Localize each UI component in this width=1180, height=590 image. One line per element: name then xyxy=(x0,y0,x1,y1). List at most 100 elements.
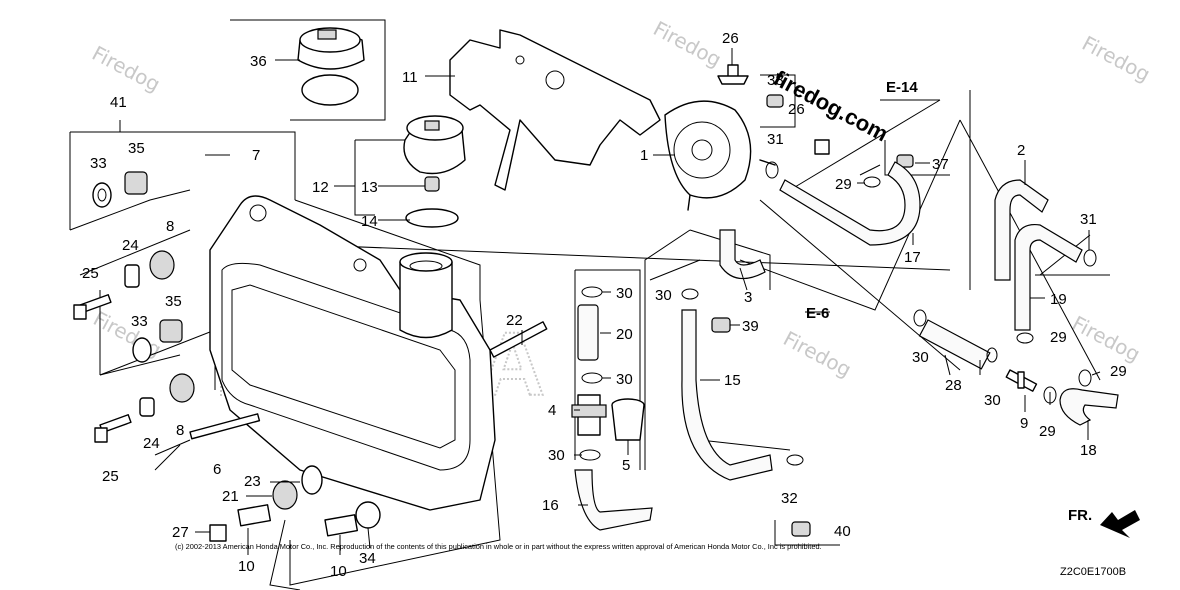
callout-39: 39 xyxy=(742,318,759,335)
parts-layer xyxy=(73,27,1140,542)
callout-31a: 31 xyxy=(767,131,784,148)
callout-30e: 30 xyxy=(912,349,929,366)
callout-32: 32 xyxy=(781,490,798,507)
callout-40: 40 xyxy=(834,523,851,540)
grommet-21 xyxy=(272,480,298,510)
callout-7: 7 xyxy=(252,147,260,164)
leader-lines xyxy=(195,48,1101,555)
callout-12: 12 xyxy=(312,179,329,196)
diagram-code: Z2C0E1700B xyxy=(1060,566,1126,578)
bracket-11 xyxy=(449,29,661,191)
watermark: Firedog xyxy=(88,41,164,97)
reference-e6: E-6 xyxy=(806,305,829,322)
clip-29c xyxy=(1078,369,1092,387)
clip-29a xyxy=(863,176,881,188)
fuel-cap-12 xyxy=(403,115,466,175)
callout-35b: 35 xyxy=(165,293,182,310)
hose-3 xyxy=(719,229,766,280)
callout-5: 5 xyxy=(622,457,630,474)
hose-28 xyxy=(918,319,991,370)
bolt-22 xyxy=(489,321,548,358)
bolt-26 xyxy=(717,64,749,85)
clip-30d xyxy=(681,288,699,300)
callout-26a: 26 xyxy=(722,30,739,47)
hose-15 xyxy=(681,309,773,481)
callout-15: 15 xyxy=(724,372,741,389)
fuel-valve-4 xyxy=(571,394,607,436)
collar-10a xyxy=(237,504,272,527)
callout-labels: 36 11 41 7 33 35 12 13 14 8 24 25 35 33 … xyxy=(82,30,1127,580)
callout-33a: 33 xyxy=(90,155,107,172)
clip-30a xyxy=(581,286,603,298)
callout-18: 18 xyxy=(1080,442,1097,459)
gasket-14 xyxy=(405,208,459,228)
callout-29c: 29 xyxy=(1110,363,1127,380)
callout-25a: 25 xyxy=(82,265,99,282)
callout-29d: 29 xyxy=(1039,423,1056,440)
front-arrow-icon xyxy=(1100,510,1140,538)
joint-9 xyxy=(1005,369,1038,392)
copyright-notice: (c) 2002-2013 American Honda Motor Co., … xyxy=(175,542,822,551)
clamp-38 xyxy=(766,94,784,108)
callout-17: 17 xyxy=(904,249,921,266)
clip-31b xyxy=(1083,249,1097,267)
clip-32 xyxy=(786,454,804,466)
callout-4: 4 xyxy=(548,402,556,419)
fuel-pump-1 xyxy=(664,100,776,211)
callout-41: 41 xyxy=(110,94,127,111)
clip-31a xyxy=(765,161,779,179)
callout-28: 28 xyxy=(945,377,962,394)
clip-29b xyxy=(1016,332,1034,344)
clamp-37 xyxy=(896,154,914,168)
callout-30d: 30 xyxy=(655,287,672,304)
frame-lines xyxy=(69,19,1110,590)
hose-2 xyxy=(994,179,1049,281)
fuel-cap-36 xyxy=(297,27,365,106)
washer-23 xyxy=(301,465,323,495)
callout-20: 20 xyxy=(616,326,633,343)
watermark: Firedog xyxy=(779,326,855,382)
callout-19: 19 xyxy=(1050,291,1067,308)
grommet-33b xyxy=(132,337,152,363)
clip-30c xyxy=(579,449,601,461)
collar-35b xyxy=(159,319,183,343)
callout-30f: 30 xyxy=(984,392,1001,409)
watermark: Firedog xyxy=(1078,31,1154,87)
washer-34 xyxy=(355,501,381,529)
clamp-39 xyxy=(711,317,731,333)
callout-2: 2 xyxy=(1017,142,1025,159)
callout-27: 27 xyxy=(172,524,189,541)
callout-8a: 8 xyxy=(166,218,174,235)
callout-1: 1 xyxy=(640,147,648,164)
hose-17 xyxy=(779,161,921,246)
callout-22: 22 xyxy=(506,312,523,329)
callout-24a: 24 xyxy=(122,237,139,254)
reference-e14: E-14 xyxy=(886,79,918,96)
collar-24a xyxy=(124,264,140,288)
callout-30b: 30 xyxy=(616,371,633,388)
bolt-27 xyxy=(209,524,227,542)
bolt-26b xyxy=(814,139,830,155)
collar-35a xyxy=(124,171,148,195)
callout-16: 16 xyxy=(542,497,559,514)
callout-6: 6 xyxy=(213,461,221,478)
callout-26b: 26 xyxy=(788,101,805,118)
callout-31b: 31 xyxy=(1080,211,1097,228)
callout-33b: 33 xyxy=(131,313,148,330)
clip-30b xyxy=(581,372,603,384)
hose-16 xyxy=(574,469,653,531)
bolt-25b xyxy=(94,414,132,443)
hose-19 xyxy=(1014,223,1083,331)
callout-30a: 30 xyxy=(616,285,633,302)
callout-24b: 24 xyxy=(143,435,160,452)
grommet-8a xyxy=(149,250,175,280)
callout-13: 13 xyxy=(361,179,378,196)
callout-10b: 10 xyxy=(330,563,347,580)
callout-14: 14 xyxy=(361,213,378,230)
callout-29b: 29 xyxy=(1050,329,1067,346)
clip-30e xyxy=(913,309,927,327)
collar-10b xyxy=(324,514,359,537)
clip-30f xyxy=(986,347,998,363)
bolt-6 xyxy=(189,413,261,440)
